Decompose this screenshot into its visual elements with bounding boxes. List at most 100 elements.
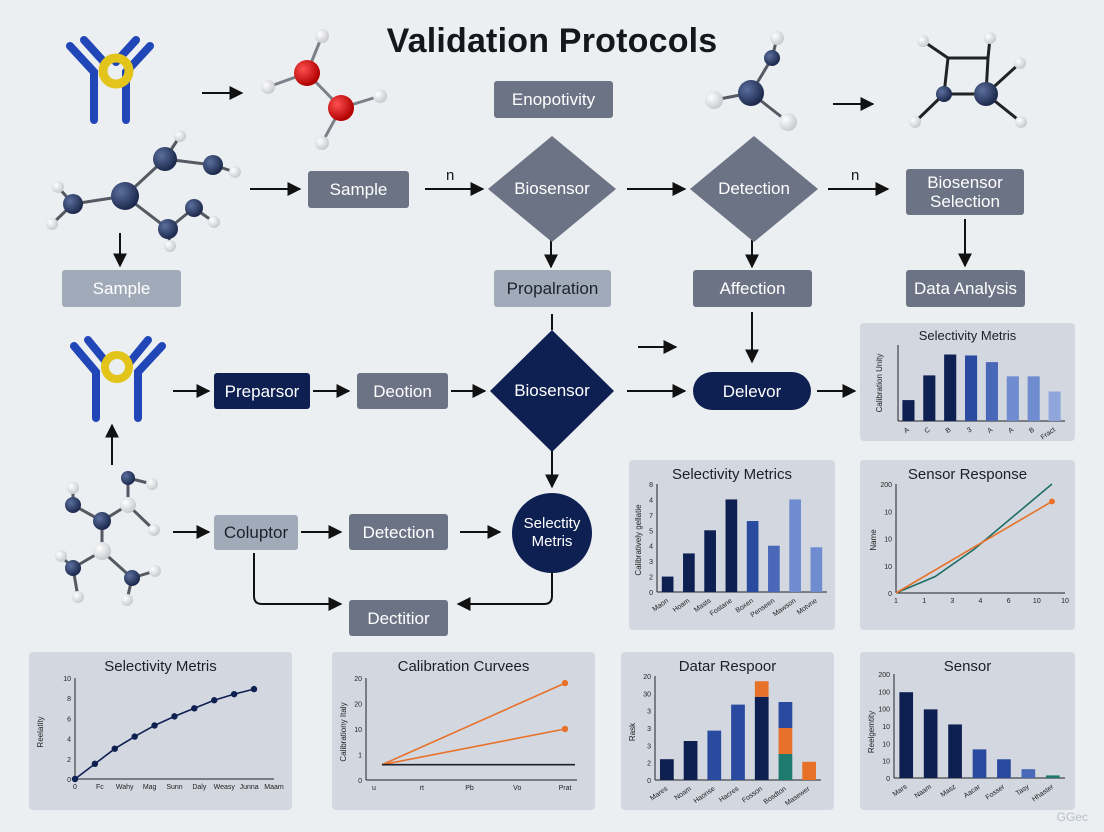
x-tick-label: Naam xyxy=(914,783,933,800)
x-tick-label: 1 xyxy=(922,598,926,605)
bar-segment xyxy=(802,761,817,780)
bar-segment xyxy=(731,704,745,780)
y-axis-label: Calibrationy Italy xyxy=(339,702,348,761)
x-tick-label: 10 xyxy=(1061,598,1069,605)
x-tick-label: A xyxy=(1007,426,1015,435)
y-tick-label: 10 xyxy=(884,564,892,571)
delevor-box: Delevor xyxy=(693,372,811,410)
y-tick-label: 1 xyxy=(358,753,362,760)
data-point xyxy=(151,722,158,729)
bar xyxy=(944,354,957,421)
arrow xyxy=(456,572,553,611)
watermark: GGec xyxy=(1056,810,1088,824)
affection-box: Affection xyxy=(693,270,812,307)
y-tick-label: 6 xyxy=(67,716,71,723)
bar xyxy=(1048,391,1061,421)
x-tick-label: Pb xyxy=(465,785,474,792)
deotion-box: Deotion xyxy=(357,373,448,409)
chart-title: Sensor xyxy=(943,658,992,675)
x-tick-label: Weasy xyxy=(214,784,236,791)
x-tick-label: B xyxy=(1028,426,1036,435)
y-tick-label: 200 xyxy=(880,482,892,489)
x-tick-label: Wahy xyxy=(116,784,134,791)
y-tick-label: 10 xyxy=(354,727,362,734)
bar xyxy=(789,499,801,592)
y-tick-label: 0 xyxy=(886,776,890,783)
x-tick-label: Mars xyxy=(892,783,909,798)
x-tick-label: 10 xyxy=(1033,598,1041,605)
y-tick-label: 200 xyxy=(878,672,890,679)
x-tick-label: Sunn xyxy=(166,784,182,791)
chart-title: Selectivity Metris xyxy=(918,328,1017,343)
y-tick-label: 0 xyxy=(358,778,362,785)
enopotivity-box: Enopotivity xyxy=(494,81,613,118)
series-line xyxy=(381,682,566,766)
detection-diamond xyxy=(690,136,818,242)
x-tick-label: Mares xyxy=(649,785,669,802)
bar xyxy=(683,553,695,592)
bar-segment xyxy=(754,681,769,697)
y-tick-label: 20 xyxy=(643,674,651,681)
bar-segment xyxy=(683,741,698,780)
y-axis-label: Calibration Unity xyxy=(875,354,884,413)
bar xyxy=(810,547,823,592)
series-line xyxy=(381,728,566,766)
detection-label: Detection xyxy=(718,179,790,198)
data-point xyxy=(561,725,569,733)
series-line xyxy=(895,500,1053,594)
y-tick-label: 20 xyxy=(354,702,362,709)
y-tick-label: 30 xyxy=(643,691,651,698)
antibody-icon xyxy=(70,336,166,422)
bar xyxy=(661,576,674,592)
y-tick-label: 5 xyxy=(649,528,653,535)
data-point xyxy=(211,697,218,704)
data-point xyxy=(191,705,198,712)
biosensor-diamond-dark xyxy=(490,330,614,452)
x-tick-label: Maam xyxy=(264,784,284,791)
bar-segment xyxy=(659,759,674,780)
x-tick-label: Motvne xyxy=(796,597,819,616)
y-axis-label: Name xyxy=(869,529,878,551)
bar xyxy=(923,709,938,778)
bar xyxy=(1045,775,1060,778)
data-point xyxy=(1049,498,1055,505)
y-tick-label: 10 xyxy=(884,537,892,544)
selectity-metris-node: Selectity Metris xyxy=(512,493,592,573)
dectitior-box: Dectitior xyxy=(349,600,448,636)
x-tick-label: 1 xyxy=(894,598,898,605)
y-tick-label: 3 xyxy=(649,559,653,566)
biosensor-label: Biosensor xyxy=(514,179,590,198)
x-tick-label: Prat xyxy=(559,785,572,792)
x-tick-label: Fc xyxy=(96,784,104,791)
y-tick-label: 2 xyxy=(649,575,653,582)
series-line xyxy=(74,688,255,780)
chart-title: Datar Respoor xyxy=(678,658,777,675)
data-point xyxy=(131,733,138,740)
data-point xyxy=(171,713,178,720)
y-tick-label: 3 xyxy=(647,709,651,716)
biosensor-label-2: Biosensor xyxy=(514,381,590,400)
y-tick-label: 100 xyxy=(878,707,890,714)
x-tick-label: rt xyxy=(420,785,424,792)
x-tick-label: Hacres xyxy=(718,785,741,804)
data-point xyxy=(250,685,258,693)
x-tick-label: A xyxy=(986,426,994,435)
y-tick-label: 8 xyxy=(649,482,653,489)
molecule-icon xyxy=(705,31,797,131)
bar xyxy=(965,355,978,421)
antigen-icon xyxy=(101,351,133,383)
y-axis-label: Calibratively gellatie xyxy=(634,504,643,576)
bar xyxy=(1027,376,1040,421)
bar xyxy=(1006,376,1019,421)
x-tick-label: Fostane xyxy=(709,597,734,617)
data-point xyxy=(230,690,238,698)
bar xyxy=(725,499,738,592)
